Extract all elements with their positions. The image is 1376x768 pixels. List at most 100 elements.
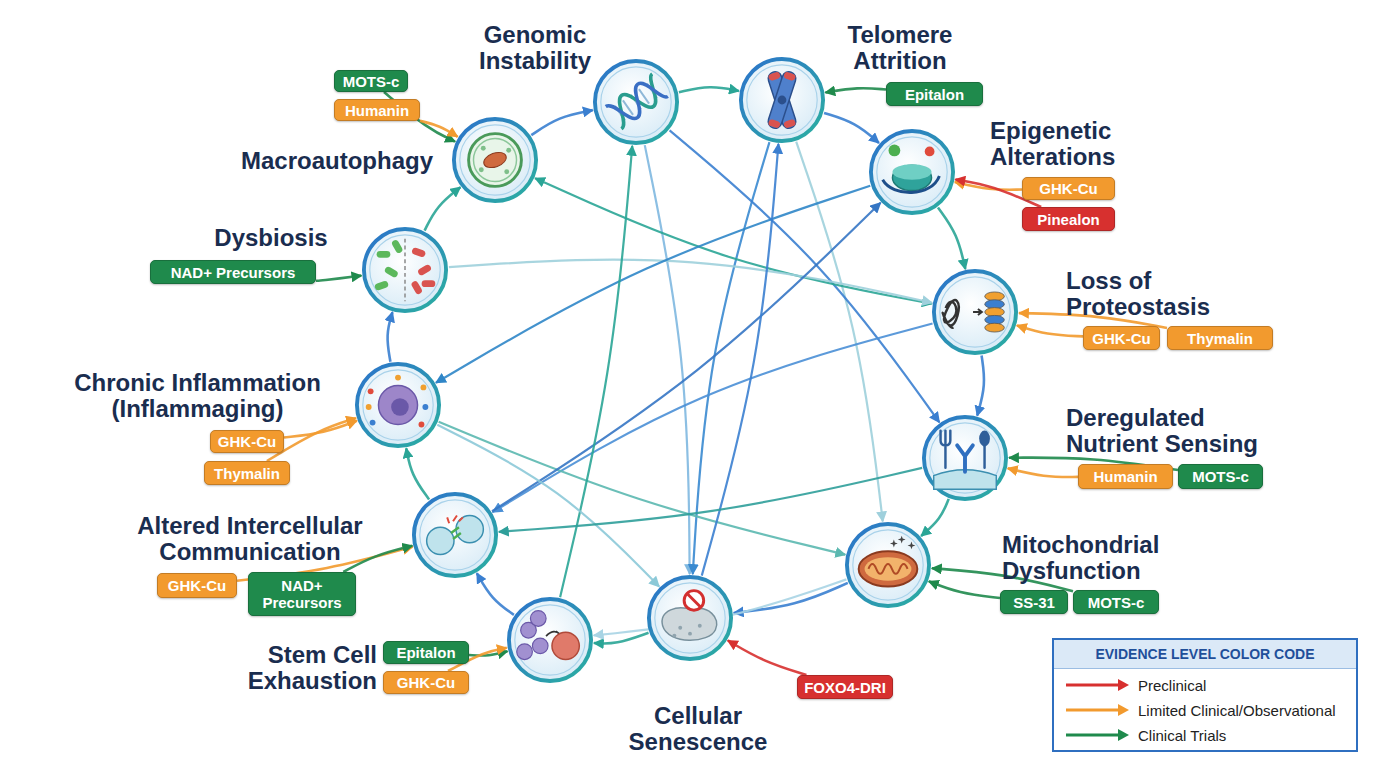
connector-arrow [436, 186, 870, 383]
chromosome-arm [766, 70, 797, 130]
connector-arrow [645, 145, 690, 574]
cytokine-dot [422, 404, 428, 410]
mito-matrix [865, 557, 912, 580]
peptide-tag: GHK-Cu [157, 573, 237, 598]
peptide-label: GHK-Cu [1092, 330, 1150, 347]
connector-arrow [406, 448, 429, 499]
connector-arrow [493, 324, 933, 513]
peptide-tag: Epitalon [886, 82, 983, 106]
cytokine-dot [420, 384, 426, 390]
peptide-tag: MOTS-c [1073, 590, 1159, 614]
bad-bacterium [410, 280, 423, 295]
circle-ring [934, 271, 1016, 353]
stem-cell [517, 644, 533, 660]
folded-coil [985, 323, 1005, 332]
hallmark-circle: Telomere Attrition [738, 56, 826, 144]
legend-text: Clinical Trials [1138, 727, 1226, 744]
circle-ring [649, 577, 731, 659]
peptide-label: SS-31 [1013, 594, 1055, 611]
connector-arrow [388, 312, 393, 361]
peptide-tag: NAD+ Precursors [150, 260, 316, 284]
circle-inner-ring [853, 530, 923, 600]
peptide-label: FOXO4-DRI [804, 679, 886, 696]
debris-dot [672, 634, 676, 638]
circle-inner-ring [747, 65, 817, 135]
autophagosome [469, 134, 522, 187]
connector-arrow [1008, 468, 1078, 477]
peptide-tag: MOTS-c [334, 70, 408, 92]
hallmark-label: Deregulated Nutrient Sensing [1066, 405, 1281, 457]
peptide-tag: Humanin [1078, 464, 1173, 489]
exhausted-cell [552, 632, 579, 659]
cargo-dot [481, 146, 486, 151]
hallmark-circle: Altered Intercellular Communication [411, 491, 499, 579]
connector-arrow [499, 468, 922, 532]
hallmark-illustration [361, 226, 449, 314]
circle-inner-ring [601, 67, 671, 137]
chromosome-arm [766, 70, 797, 130]
hallmark-circle: Cellular Senescence [646, 574, 734, 662]
peptide-label: Humanin [1093, 468, 1157, 485]
circle-ring [414, 494, 496, 576]
circle-inner-ring [930, 423, 1000, 493]
legend-arrow-head [1118, 729, 1129, 741]
peptide-tag: MOTS-c [1178, 464, 1263, 489]
connector-arrow [477, 573, 514, 615]
hallmark-illustration [844, 521, 932, 609]
circle-inner-ring [460, 125, 530, 195]
hallmark-label: Macroautophagy [232, 148, 442, 174]
hallmark-illustration [646, 574, 734, 662]
debris-dot [678, 626, 682, 630]
peptide-label: Thymalin [1187, 330, 1253, 347]
connector-arrow [425, 187, 461, 230]
peptide-tag: GHK-Cu [1083, 326, 1160, 350]
nucleosome [892, 165, 931, 190]
connector-arrow [825, 88, 886, 92]
immune-cell [378, 385, 417, 424]
telomere-cap [768, 119, 781, 129]
stop-sign [684, 591, 704, 611]
hallmark-label: Chronic Inflammation (Inflammaging) [65, 370, 330, 422]
legend-arrow-sample [1064, 703, 1130, 717]
circle-ring [595, 61, 677, 143]
receptor [957, 445, 973, 471]
circle-inner-ring [877, 137, 947, 207]
peptide-label: MOTS-c [343, 73, 400, 90]
nucleosome-top [892, 164, 931, 180]
peptide-tag: Thymalin [1167, 326, 1273, 350]
peptide-tag: Humanin [334, 99, 420, 121]
hallmark-illustration [411, 491, 499, 579]
methyl-mark [889, 145, 901, 157]
hallmark-illustration [738, 56, 826, 144]
good-bacterium [391, 239, 404, 254]
peptide-label: Epitalon [396, 644, 455, 661]
peptide-tag: Thymalin [204, 461, 290, 485]
connector-arrow [492, 203, 880, 512]
circle-ring [924, 417, 1006, 499]
dna-wrap [883, 176, 940, 193]
hallmark-illustration [931, 268, 1019, 356]
good-bacterium [384, 266, 399, 279]
cytokine-dot [419, 422, 425, 428]
good-bacterium [374, 280, 389, 291]
legend-text: Limited Clinical/Observational [1138, 702, 1336, 719]
hallmark-label: Epigenetic Alterations [990, 118, 1140, 170]
connector-arrow [316, 276, 361, 281]
circle-ring [364, 229, 446, 311]
stop-slash [687, 594, 701, 608]
cytokine-dot [395, 375, 401, 381]
hallmark-circle: Dysbiosis [361, 226, 449, 314]
connector-arrow [824, 113, 879, 143]
hallmark-illustration [921, 414, 1009, 502]
stem-cell [532, 638, 548, 654]
connector-arrow [343, 546, 412, 572]
hallmark-circle: Epigenetic Alterations [868, 128, 956, 216]
legend-text: Preclinical [1138, 677, 1206, 694]
cytokine-dot [366, 404, 372, 410]
connector-arrow [796, 142, 883, 522]
hallmark-illustration [592, 58, 680, 146]
connector-arrow [560, 146, 632, 597]
hallmark-label: Stem Cell Exhaustion [237, 642, 377, 694]
circle-inner-ring [515, 605, 585, 675]
